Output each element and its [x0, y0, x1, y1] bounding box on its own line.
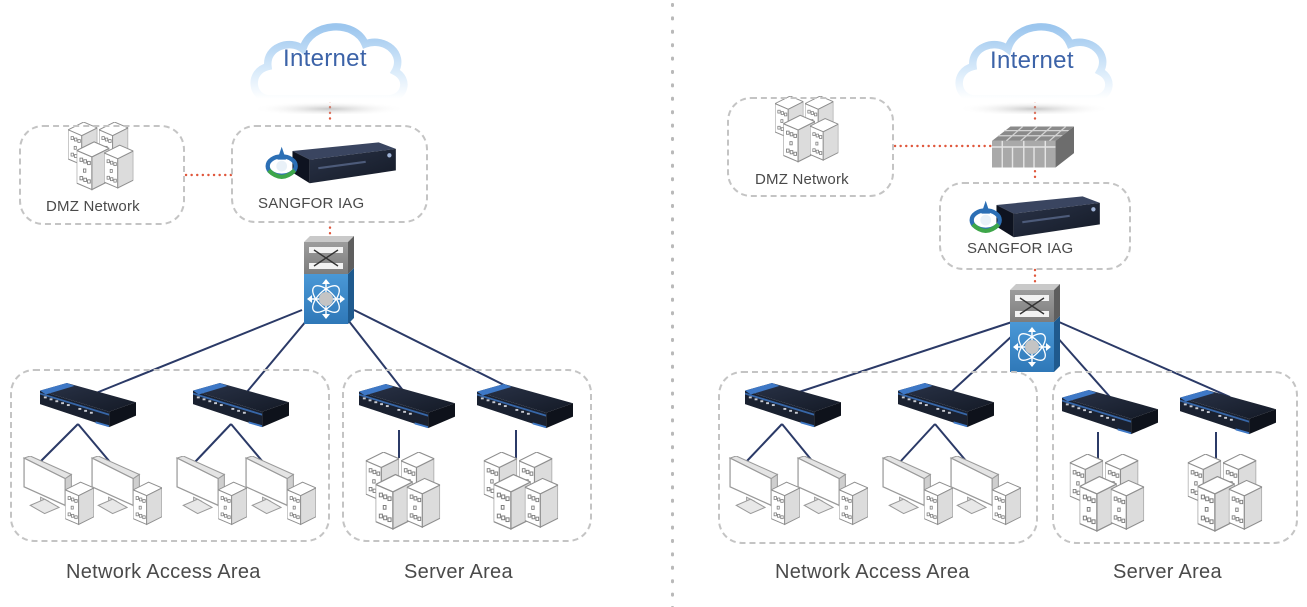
divider-dot [671, 244, 674, 249]
link-core-access2 [245, 319, 308, 394]
divider-dot [671, 56, 674, 61]
server-area-group [342, 369, 592, 542]
divider-dot [671, 3, 674, 7]
divider-dot [671, 364, 674, 369]
link-access1-pc1 [745, 423, 783, 463]
sangfor-iag-label: SANGFOR IAG [967, 240, 1074, 257]
divider-dot [671, 431, 674, 436]
server-area-label: Server Area [1113, 561, 1222, 583]
core-switch-icon [1009, 284, 1061, 373]
server-area-label: Server Area [404, 561, 513, 583]
divider-dot [671, 472, 674, 476]
link-access2-pc1 [899, 423, 936, 463]
link-access1-pc1 [39, 423, 79, 463]
divider-dot [671, 177, 674, 182]
divider-dot [671, 351, 674, 356]
network-access-area-label: Network Access Area [775, 561, 970, 583]
dmz-network-group [727, 97, 894, 197]
core-switch-icon [303, 236, 355, 325]
divider-dot [671, 525, 674, 530]
divider-dot [671, 498, 674, 503]
internet-label: Internet [990, 47, 1074, 74]
link-core-server1 [347, 319, 406, 394]
divider-dot [671, 391, 674, 396]
link-core-server2 [1058, 321, 1231, 398]
divider-dot [671, 110, 674, 115]
divider-dot [671, 257, 674, 262]
center-divider [671, 3, 674, 607]
link-core-access1 [795, 321, 1013, 394]
divider-dot [671, 190, 674, 195]
divider-dot [671, 123, 674, 128]
diagram-with-firewall [730, 27, 1276, 531]
network-access-area-label: Network Access Area [66, 561, 261, 583]
divider-dot [671, 565, 674, 570]
server-area-group [1052, 371, 1298, 544]
network-access-area-group [10, 369, 330, 542]
divider-dot [671, 485, 674, 490]
dmz-network-label: DMZ Network [46, 198, 140, 215]
divider-dot [671, 311, 674, 316]
link-core-server1 [1055, 335, 1111, 398]
divider-dot [671, 284, 674, 289]
divider-dot [671, 458, 674, 463]
firewall-icon [992, 125, 1074, 169]
link-core-access1 [95, 309, 303, 394]
divider-dot [671, 70, 674, 74]
divider-dot [671, 163, 674, 168]
divider-dot [671, 150, 674, 155]
sangfor-iag-group [939, 182, 1131, 270]
divider-dot [671, 405, 674, 409]
sangfor-iag-label: SANGFOR IAG [258, 195, 365, 212]
divider-dot [671, 16, 674, 21]
divider-dot [671, 137, 674, 141]
dmz-network-group [19, 125, 185, 225]
internet-label: Internet [283, 45, 367, 72]
divider-dot [671, 539, 674, 543]
divider-dot [671, 43, 674, 48]
sangfor-iag-group [231, 125, 428, 223]
divider-dot [671, 297, 674, 302]
diagram-without-firewall [24, 27, 573, 529]
divider-dot [671, 579, 674, 584]
divider-dot [671, 217, 674, 222]
divider-dot [671, 324, 674, 329]
divider-dot [671, 378, 674, 383]
link-access2-pc1 [194, 423, 232, 463]
divider-dot [671, 271, 674, 275]
divider-dot [671, 592, 674, 597]
divider-dot [671, 96, 674, 101]
divider-dot [671, 29, 674, 34]
divider-dot [671, 83, 674, 88]
divider-dot [671, 418, 674, 423]
divider-dot [671, 230, 674, 235]
divider-dot [671, 338, 674, 342]
divider-dot [671, 512, 674, 517]
divider-dot [671, 204, 674, 208]
divider-dot [671, 552, 674, 557]
link-core-access2 [949, 335, 1013, 394]
link-core-server2 [353, 309, 521, 394]
dmz-network-label: DMZ Network [755, 171, 849, 188]
divider-dot [671, 445, 674, 450]
network-access-area-group [718, 371, 1038, 544]
